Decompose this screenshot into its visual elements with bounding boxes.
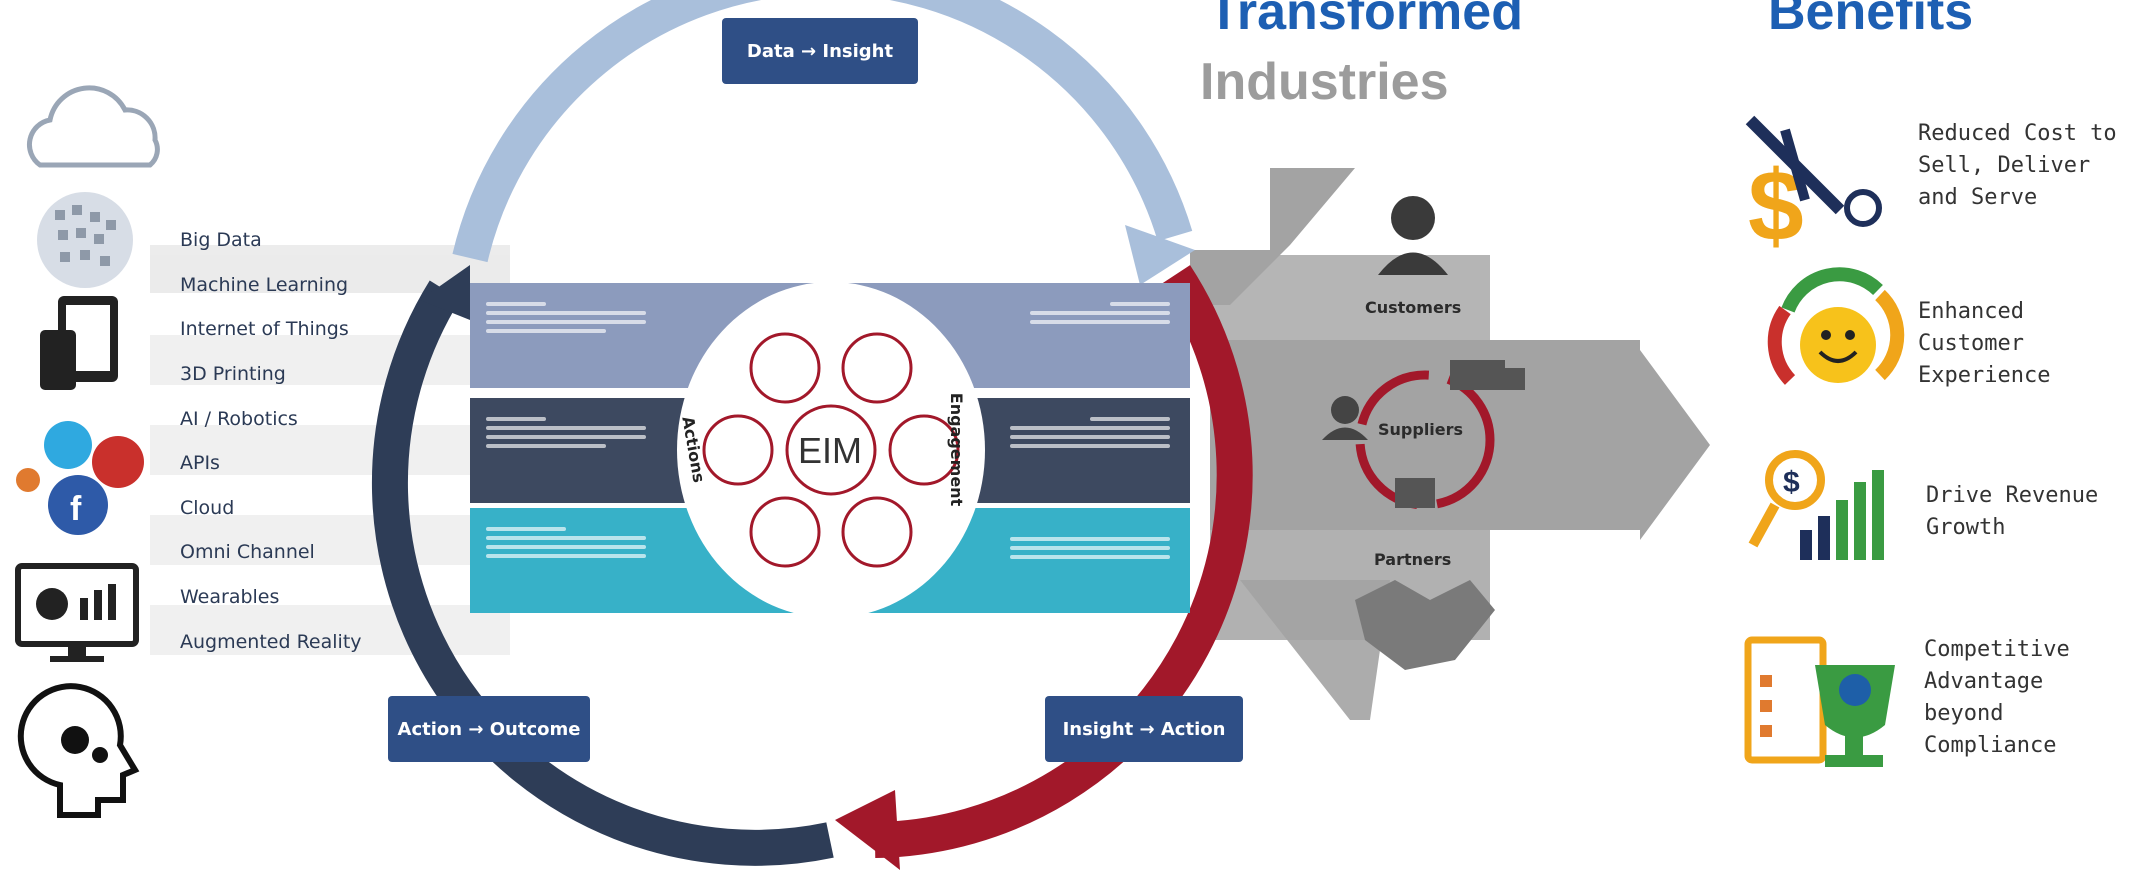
tech-strips [150, 245, 510, 655]
cycle-arc-left [371, 280, 834, 866]
arrow-2 [1210, 255, 1490, 340]
band-middle-right-text [1010, 412, 1170, 453]
cycle-label-insight-action: Insight → Action [1045, 696, 1243, 762]
heading-industries: Industries [1200, 53, 1449, 111]
cycle-arrowhead-top [1125, 225, 1195, 285]
benefit-revenue-growth: Drive Revenue Growth [1926, 483, 2099, 540]
mobile-devices-icon [40, 296, 118, 390]
smiley-gauge-icon [1767, 267, 1905, 385]
arrow-lower [1240, 580, 1390, 720]
band-middle-left-text [486, 412, 646, 453]
cycle-label-data-insight: Data → Insight [722, 18, 918, 84]
monitor-chart-icon [15, 563, 139, 662]
cloud-icon [26, 85, 160, 168]
benefit-competitive-advantage: Competitive Advantage beyond Compliance [1924, 637, 2070, 758]
industry-label-customers: Customers [1365, 298, 1462, 317]
scissors-dollar-icon: $ [1745, 115, 1882, 262]
band-top-right-text [1030, 297, 1170, 329]
tech-item: Wearables [180, 586, 280, 609]
handshake-icon [1355, 580, 1495, 670]
eim-flower [677, 282, 985, 618]
supplier-ring-icon [1322, 360, 1525, 510]
tech-item: Internet of Things [180, 318, 349, 341]
eim-label: EIM [798, 430, 863, 471]
benefit-reduced-cost: Reduced Cost to Sell, Deliver and Serve [1918, 121, 2117, 210]
social-media-icon: f [16, 421, 144, 535]
svg-text:$: $ [1783, 466, 1800, 499]
industry-arrows [1190, 168, 1710, 720]
head-gears-icon [17, 683, 140, 818]
heading-transformed: Transformed [1208, 0, 1523, 41]
customer-person-icon [1378, 196, 1448, 275]
cycle-arc-right [874, 265, 1253, 858]
cycle-arc-top [452, 0, 1193, 263]
band-bottom-right-text [1010, 532, 1170, 564]
magnifier-revenue-icon: $ [1748, 450, 1884, 560]
tech-item: Machine Learning [180, 273, 349, 296]
tech-item: AI / Robotics [180, 407, 298, 430]
technology-list: Big Data Machine Learning Internet of Th… [180, 218, 440, 664]
tech-item: Big Data [180, 229, 262, 252]
industry-label-partners: Partners [1374, 550, 1452, 569]
band-bottom-left-text [486, 522, 646, 563]
tech-item: Omni Channel [180, 541, 315, 564]
benefit-customer-experience: Enhanced Customer Experience [1918, 299, 2051, 388]
tech-item: 3D Printing [180, 363, 286, 386]
trophy-checklist-icon [1744, 636, 1895, 767]
svg-text:f: f [70, 490, 82, 528]
band-top-left-text [486, 297, 646, 338]
cycle-arrowhead-left [420, 265, 470, 320]
tech-item: Augmented Reality [180, 630, 362, 653]
heading-benefits: Benefits [1768, 0, 1974, 41]
tech-item: Cloud [180, 496, 235, 519]
industry-label-suppliers: Suppliers [1378, 420, 1464, 439]
cycle-arrowhead-right [835, 790, 900, 870]
cycle-label-action-outcome: Action → Outcome [388, 696, 590, 762]
arrow-main [1210, 340, 1710, 540]
big-data-icon [37, 192, 133, 288]
tech-item: APIs [180, 452, 220, 475]
ring-label-engagement: Engagement [947, 392, 967, 507]
